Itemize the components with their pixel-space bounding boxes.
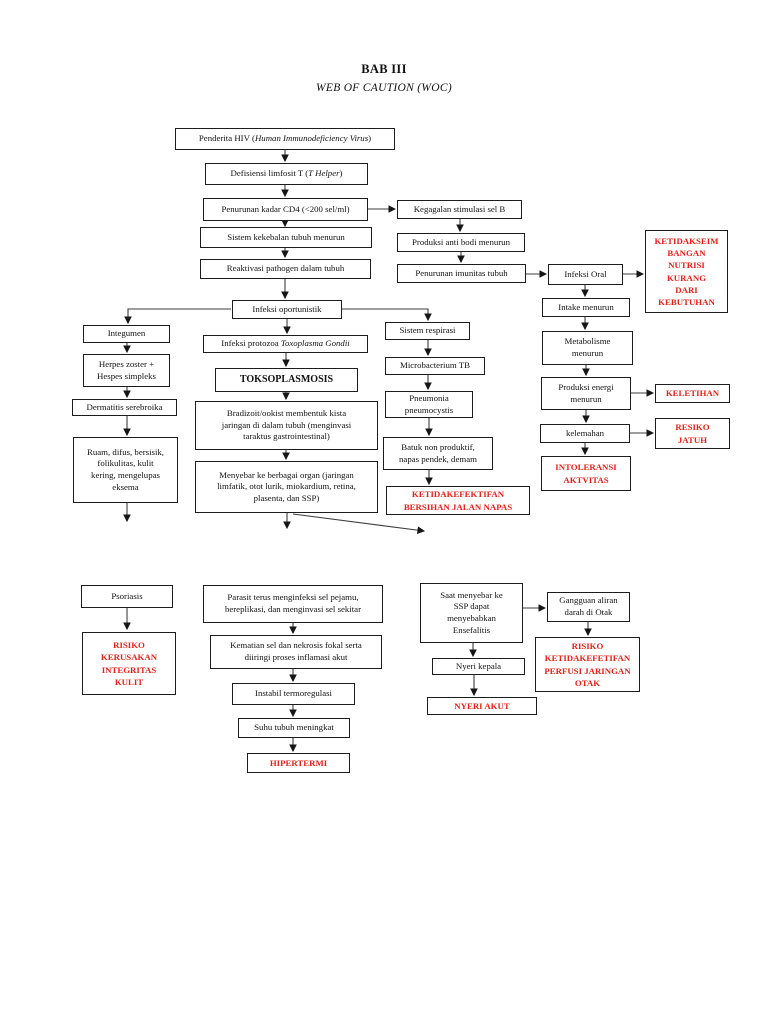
- node-menyebar-organ: Menyebar ke berbagai organ (jaringan lim…: [195, 461, 378, 513]
- node-risiko-kerusakan-integritas-kulit: RISIKO KERUSAKAN INTEGRITAS KULIT: [82, 632, 176, 695]
- node-defisiensi-limfosit: Defisiensi limfosit T (T Helper): [205, 163, 368, 185]
- node-pneumonia-pneumocystis: Pneumonia pneumocystis: [385, 391, 473, 418]
- node-saat-menyebar-ssp: Saat menyebar ke SSP dapat menyebabkan E…: [420, 583, 523, 643]
- node-intake-menurun: Intake menurun: [542, 298, 630, 317]
- node-risiko-ketidakefetifan-perfusi: RISIKO KETIDAKEFETIFAN PERFUSI JARINGAN …: [535, 637, 640, 692]
- node-reaktivasi-pathogen: Reaktivasi pathogen dalam tubuh: [200, 259, 371, 279]
- node-produksi-energi-menurun: Produksi energi menurun: [541, 377, 631, 410]
- node-hipertermi: HIPERTERMI: [247, 753, 350, 773]
- node-penurunan-cd4: Penurunan kadar CD4 (<200 sel/ml): [203, 198, 368, 221]
- node-kelemahan: kelemahan: [540, 424, 630, 443]
- node-infeksi-oral: Infeksi Oral: [548, 264, 623, 285]
- node-dermatitis-serebroika: Dermatitis serebroika: [72, 399, 177, 416]
- node-resiko-jatuh: RESIKO JATUH: [655, 418, 730, 449]
- node-toksoplasmosis: TOKSOPLASMOSIS: [215, 368, 358, 392]
- node-infeksi-oportunistik: Infeksi oportunistik: [232, 300, 342, 319]
- node-kematian-sel: Kematian sel dan nekrosis fokal serta di…: [210, 635, 382, 669]
- node-batuk-non-produktif: Batuk non produktif, napas pendek, demam: [383, 437, 493, 470]
- node-ketidakefektifan-bersihan-napas: KETIDAKEFEKTIFAN BERSIHAN JALAN NAPAS: [386, 486, 530, 515]
- node-penurunan-imunitas: Penurunan imunitas tubuh: [397, 264, 526, 283]
- node-produksi-antibodi-menurun: Produksi anti bodi menurun: [397, 233, 525, 252]
- page-subtitle: WEB OF CAUTION (WOC): [316, 82, 452, 94]
- node-intoleransi-aktvitas: INTOLERANSI AKTVITAS: [541, 456, 631, 491]
- node-keletihan: KELETIHAN: [655, 384, 730, 403]
- node-metabolisme-menurun: Metabolisme menurun: [542, 331, 633, 365]
- node-ruam-difus: Ruam, difus, bersisik, folikulitas, kuli…: [73, 437, 178, 503]
- node-suhu-tubuh-meningkat: Suhu tubuh meningkat: [238, 718, 350, 738]
- node-integumen: Integumen: [83, 325, 170, 343]
- node-kegagalan-stimulasi-sel-b: Kegagalan stimulasi sel B: [397, 200, 522, 219]
- node-ketidakseimbangan-nutrisi: KETIDAKSEIM BANGAN NUTRISI KURANG DARI K…: [645, 230, 728, 313]
- node-herpes-zoster: Herpes zoster + Hespes simpleks: [83, 354, 170, 387]
- node-nyeri-akut: NYERI AKUT: [427, 697, 537, 715]
- node-gangguan-aliran-darah: Gangguan aliran darah di Otak: [547, 592, 630, 622]
- node-nyeri-kepala: Nyeri kepala: [432, 658, 525, 675]
- chapter-title: BAB III: [361, 62, 407, 76]
- node-psoriasis: Psoriasis: [81, 585, 173, 608]
- node-sistem-respirasi: Sistem respirasi: [385, 322, 470, 340]
- node-bradizoit-ookist: Bradizoit/ookist membentuk kista jaringa…: [195, 401, 378, 450]
- node-microbacterium-tb: Microbacterium TB: [385, 357, 485, 375]
- node-instabil-termoregulasi: Instabil termoregulasi: [232, 683, 355, 705]
- node-parasit-menginfeksi: Parasit terus menginfeksi sel pejamu, be…: [203, 585, 383, 623]
- node-infeksi-protozoa-toxoplasma: Infeksi protozoa Toxoplasma Gondii: [203, 335, 368, 353]
- node-sistem-kekebalan-menurun: Sistem kekebalan tubuh menurun: [200, 227, 372, 248]
- node-penderita-hiv: Penderita HIV (Human Immunodeficiency Vi…: [175, 128, 395, 150]
